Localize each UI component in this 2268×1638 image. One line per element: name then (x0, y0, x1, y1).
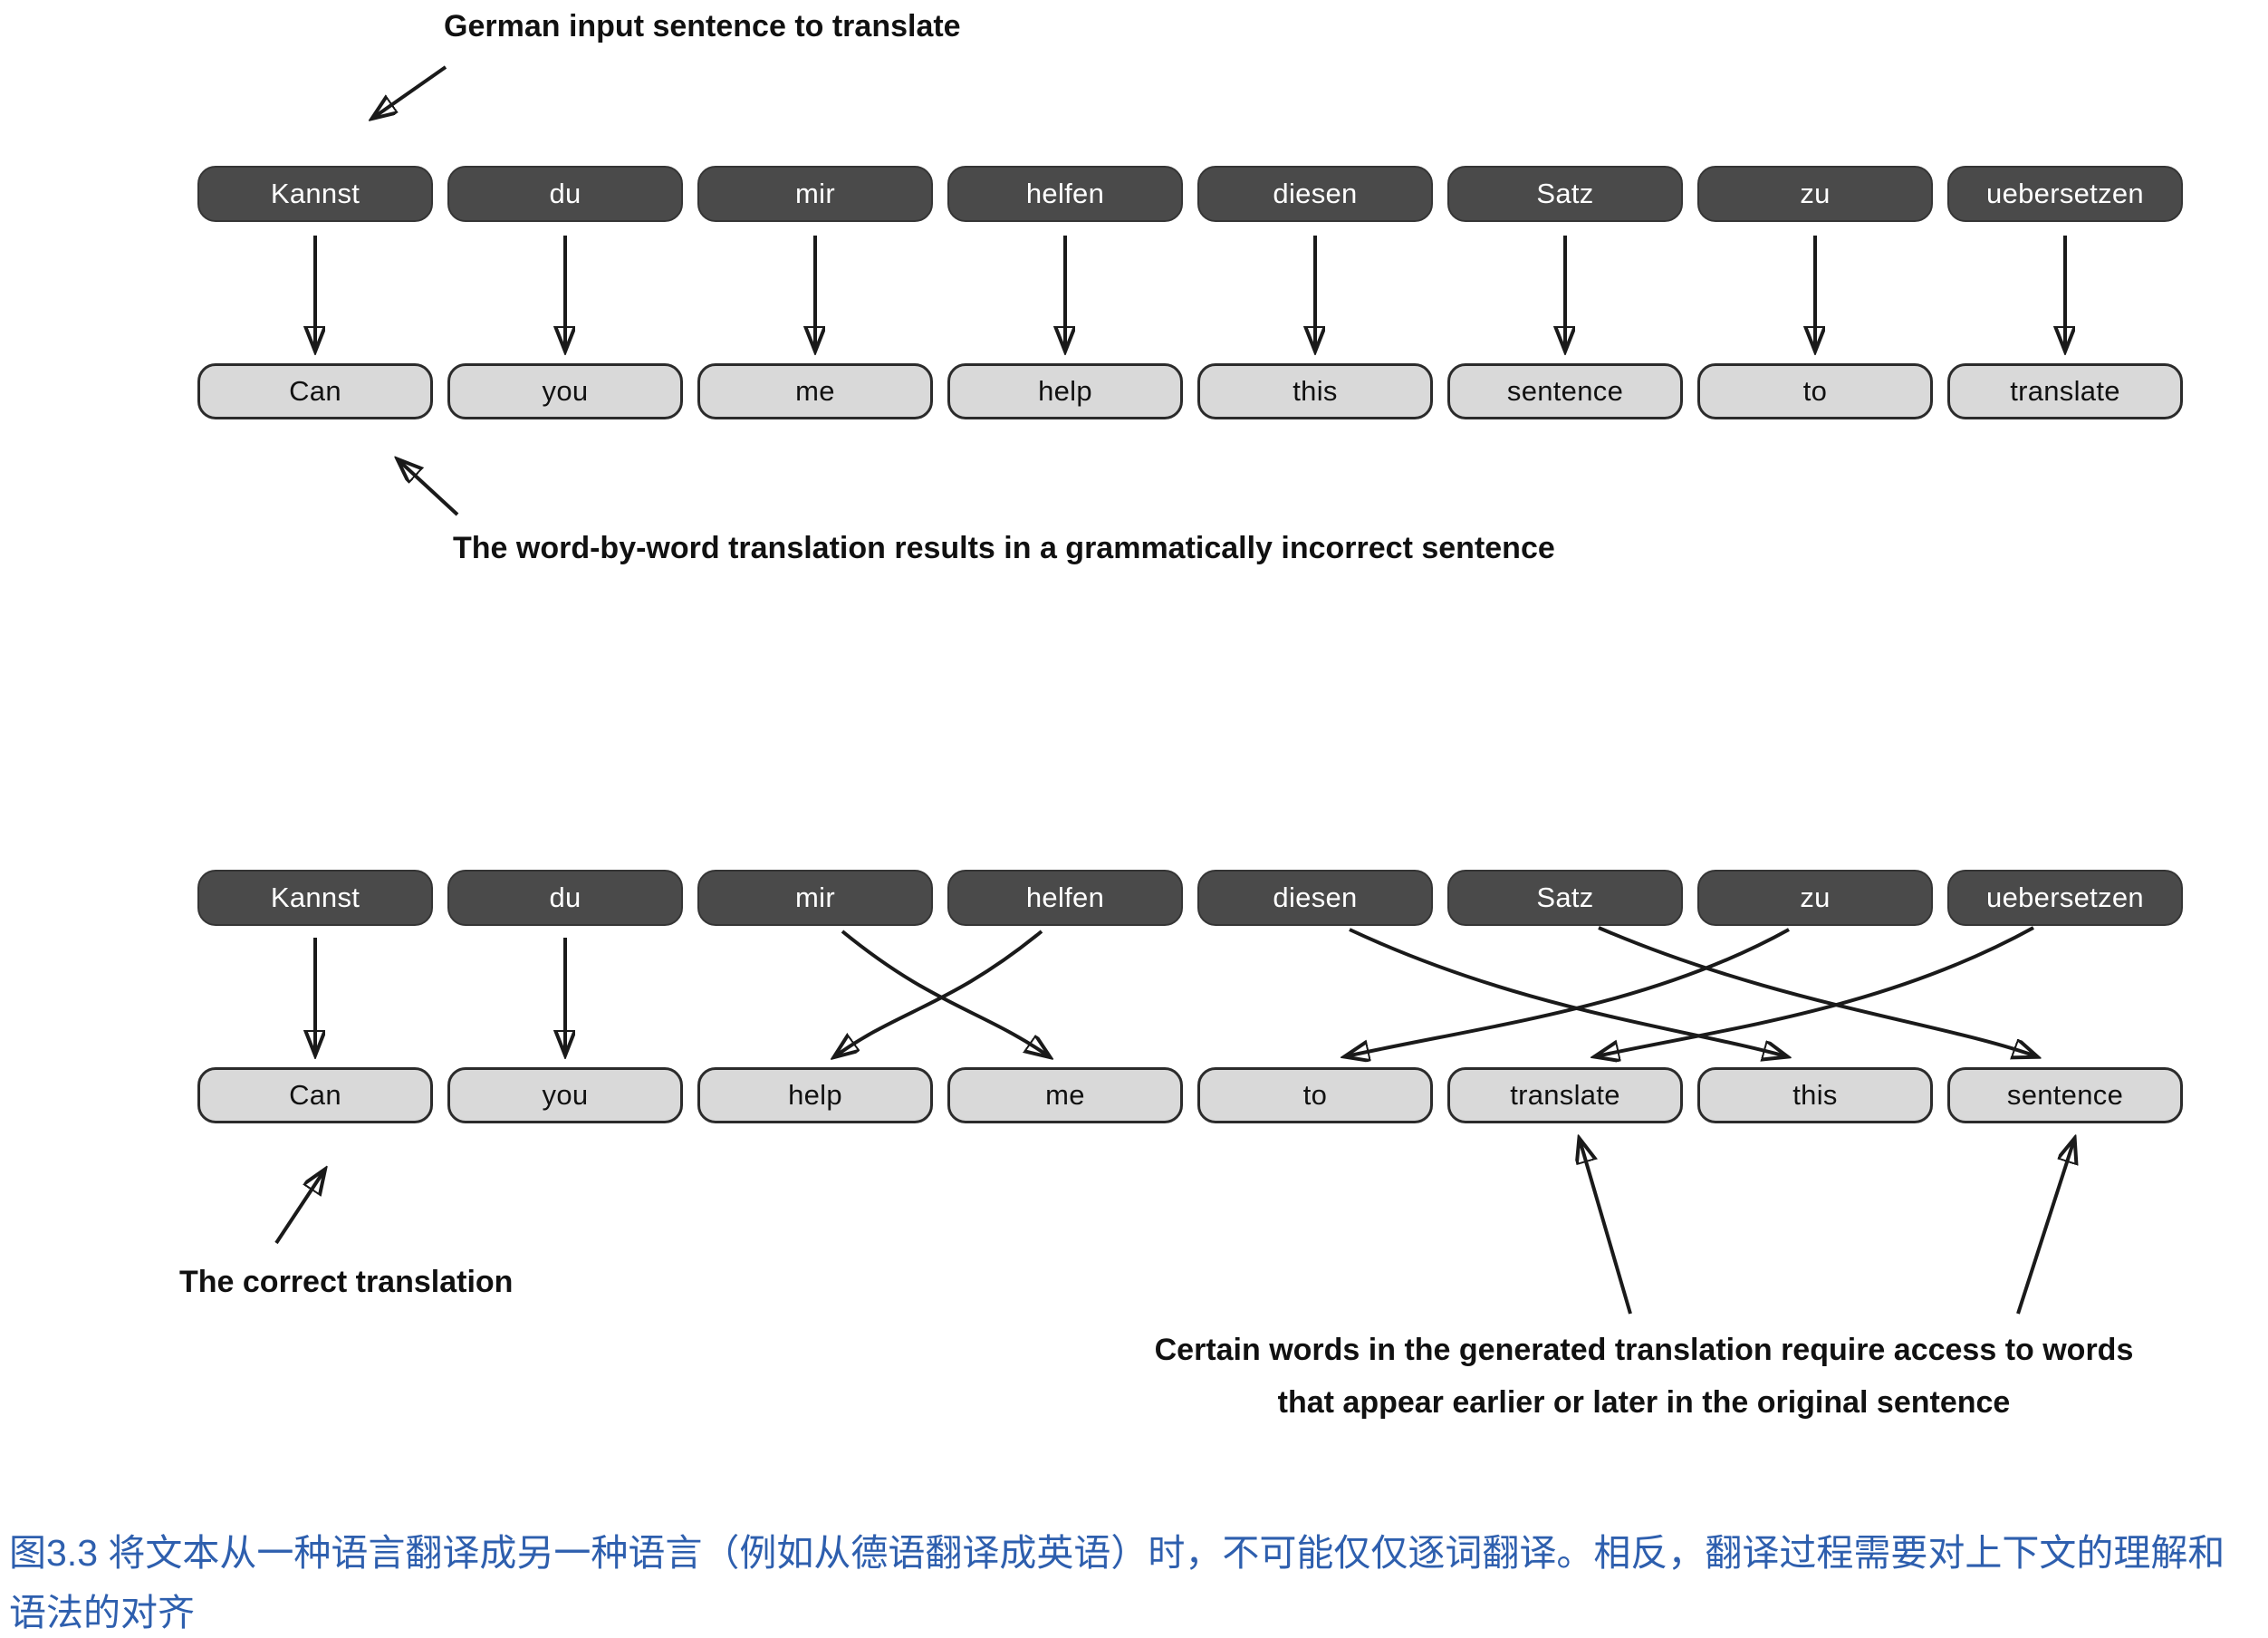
arrow-mir-me-crossed (841, 930, 1049, 1056)
english-word-box: Can (197, 1067, 433, 1123)
arrow-satz-sentence-crossed (1598, 926, 2036, 1056)
annotation-correct-translation: The correct translation (179, 1265, 514, 1299)
german-word-box: diesen (1197, 870, 1433, 926)
german-word-box: zu (1697, 166, 1933, 222)
english-word-box: you (447, 1067, 683, 1123)
arrow-uebersetzen-translate-crossed (1596, 926, 2034, 1056)
english-word-box: to (1697, 363, 1933, 419)
english-word-box: help (697, 1067, 933, 1123)
arrow-annotation-context-translate (1580, 1140, 1632, 1315)
german-row-top: Kannst du mir helfen diesen Satz zu uebe… (197, 166, 2183, 222)
english-word-box: Can (197, 363, 433, 419)
annotation-context-line2: that appear earlier or later in the orig… (1277, 1384, 2011, 1420)
english-row-bottom: Can you help me to translate this senten… (197, 1067, 2183, 1123)
figure-caption: 图3.3 将文本从一种语言翻译成另一种语言（例如从德语翻译成英语）时，不可能仅仅… (9, 1532, 2225, 1633)
arrow-annotation-word-by-word (399, 460, 459, 516)
german-word-box: Kannst (197, 166, 433, 222)
english-word-box: translate (1447, 1067, 1683, 1123)
english-word-box: to (1197, 1067, 1433, 1123)
german-word-box: du (447, 166, 683, 222)
english-word-box: help (947, 363, 1183, 419)
arrow-annotation-correct (274, 1171, 324, 1245)
german-word-box: diesen (1197, 166, 1433, 222)
english-word-box: you (447, 363, 683, 419)
annotation-german-input: German input sentence to translate (444, 9, 961, 43)
german-word-box: Satz (1447, 870, 1683, 926)
english-word-box: this (1197, 363, 1433, 419)
german-word-box: helfen (947, 870, 1183, 926)
arrow-annotation-german-input (373, 65, 447, 118)
annotation-word-by-word: The word-by-word translation results in … (453, 531, 1555, 565)
english-word-box: me (947, 1067, 1183, 1123)
german-word-box: uebersetzen (1947, 870, 2183, 926)
german-word-box: Kannst (197, 870, 433, 926)
german-word-box: Satz (1447, 166, 1683, 222)
german-word-box: mir (697, 166, 933, 222)
annotation-context-line1: Certain words in the generated translati… (1154, 1333, 2134, 1367)
english-word-box: sentence (1947, 1067, 2183, 1123)
arrow-zu-to-crossed (1346, 928, 1790, 1056)
english-word-box: this (1697, 1067, 1933, 1123)
german-row-bottom: Kannst du mir helfen diesen Satz zu uebe… (197, 870, 2183, 926)
english-word-box: me (697, 363, 933, 419)
arrow-diesen-this-crossed (1349, 928, 1786, 1056)
arrow-helfen-help-crossed (835, 930, 1043, 1056)
english-word-box: translate (1947, 363, 2183, 419)
arrow-annotation-context-sentence (2016, 1140, 2074, 1315)
german-word-box: uebersetzen (1947, 166, 2183, 222)
english-row-top: Can you me help this sentence to transla… (197, 363, 2183, 419)
german-word-box: helfen (947, 166, 1183, 222)
english-word-box: sentence (1447, 363, 1683, 419)
annotation-context-access: Certain words in the generated translati… (1069, 1325, 2219, 1430)
german-word-box: du (447, 870, 683, 926)
german-word-box: mir (697, 870, 933, 926)
german-word-box: zu (1697, 870, 1933, 926)
